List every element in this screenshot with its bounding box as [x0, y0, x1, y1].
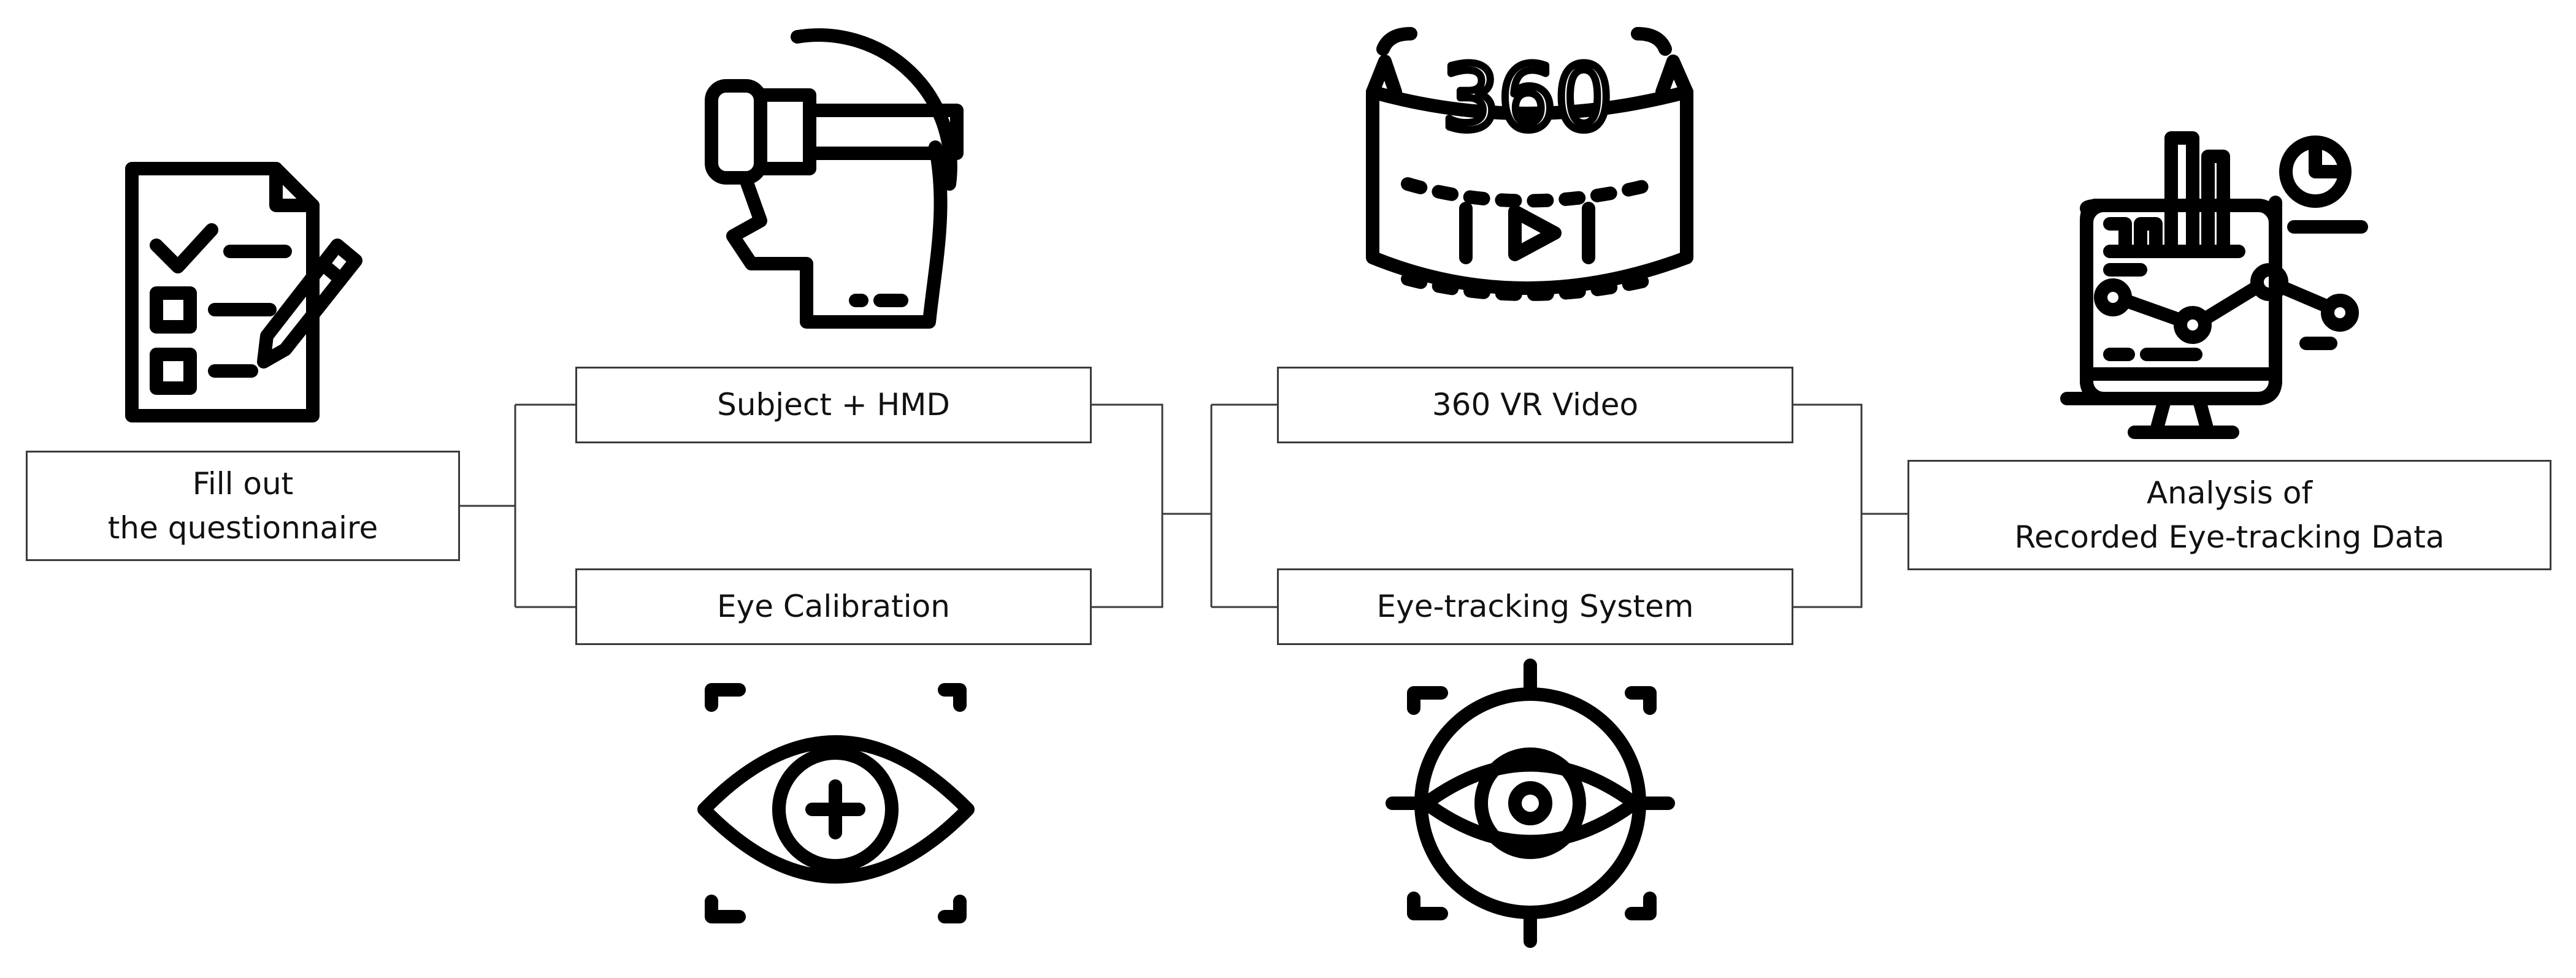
step-analysis-box: Analysis of Recorded Eye-tracking Data	[1907, 460, 2551, 570]
analytics-monitor-icon	[2060, 131, 2368, 439]
step-analysis-line1: Analysis of	[2146, 475, 2313, 511]
step-eye-tracking-box: Eye-tracking System	[1277, 568, 1793, 645]
step-vr-video-label: 360 VR Video	[1432, 387, 1639, 423]
step-questionnaire-line1: Fill out	[192, 465, 294, 502]
step-questionnaire-line2: the questionnaire	[107, 510, 378, 546]
step-questionnaire-box: Fill out the questionnaire	[26, 451, 460, 561]
questionnaire-checklist-pencil-icon	[125, 162, 362, 422]
step-eye-tracking-label: Eye-tracking System	[1376, 589, 1694, 625]
step-vr-video-box: 360 VR Video	[1277, 367, 1793, 443]
video-360-icon-text: 360	[1443, 47, 1612, 150]
connector-lines	[460, 403, 1907, 608]
connector-questionnaire-to-stage1	[460, 403, 575, 608]
eye-target-crosshair-icon	[1386, 659, 1675, 948]
vr-headset-head-icon	[705, 28, 964, 329]
step-eye-calibration-label: Eye Calibration	[717, 589, 950, 625]
step-eye-calibration-box: Eye Calibration	[575, 568, 1092, 645]
connector-stage1-to-stage2	[1092, 403, 1277, 608]
eye-calibration-plus-icon	[697, 683, 975, 923]
connector-stage2-to-analysis	[1793, 403, 1907, 608]
step-subject-hmd-label: Subject + HMD	[717, 387, 950, 423]
step-subject-hmd-box: Subject + HMD	[575, 367, 1092, 443]
step-analysis-line2: Recorded Eye-tracking Data	[2014, 519, 2445, 555]
video-360-icon: 360	[1366, 27, 1693, 301]
